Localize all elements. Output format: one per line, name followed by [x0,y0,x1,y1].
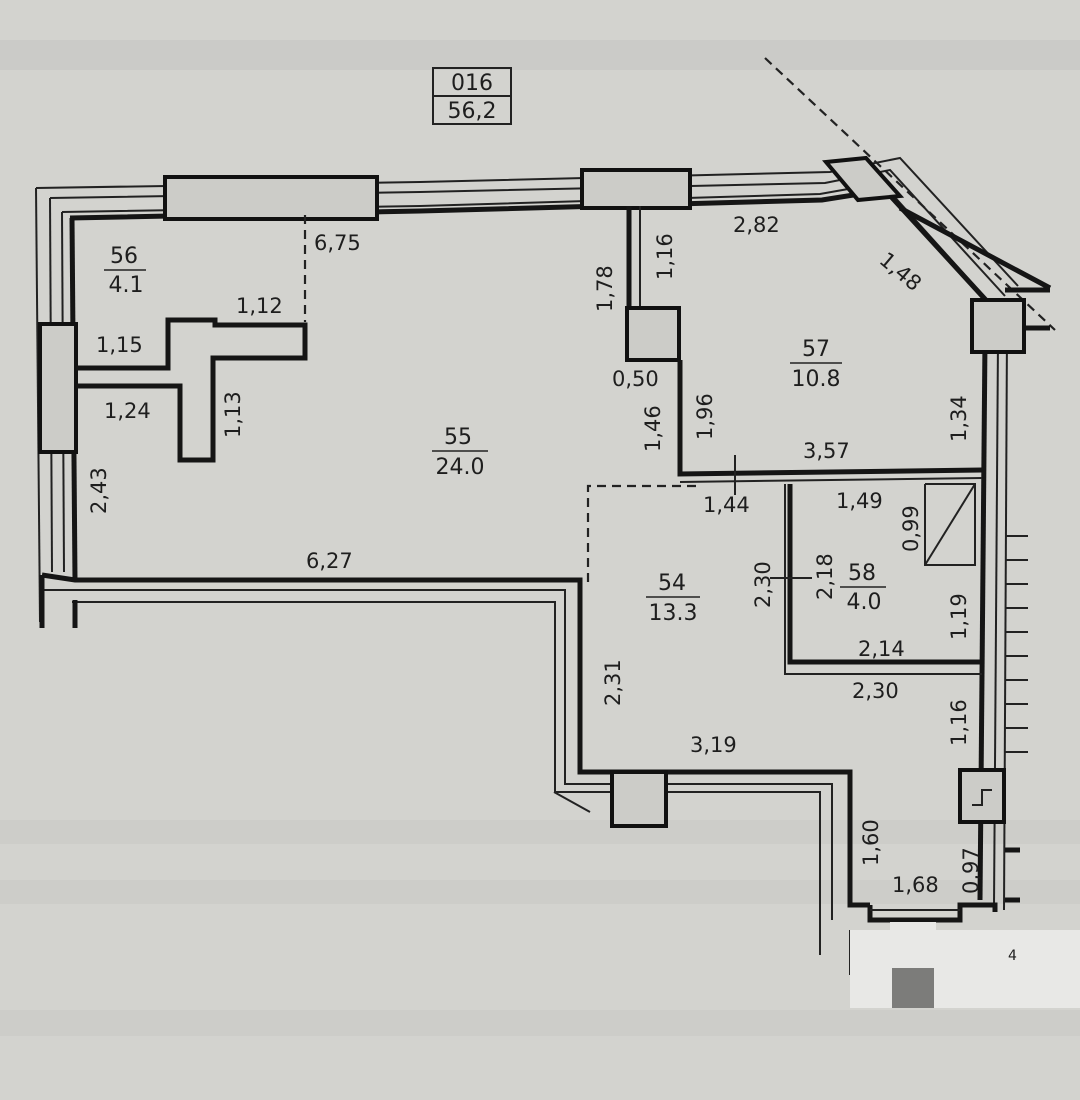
outer-ticks [1005,535,1028,903]
apartment-total-area: 56,2 [448,99,497,124]
svg-text:54: 54 [658,571,686,596]
window-blocks [38,155,1026,454]
room-55-label: 55 24.0 [432,425,488,480]
room-54-label: 54 13.3 [646,571,700,626]
dim-label: 1,19 [947,593,971,640]
dim-label: 2,31 [601,659,625,706]
page-number: 4 [1008,948,1017,964]
svg-text:10.8: 10.8 [792,367,841,392]
dim-label: 1,68 [892,873,939,897]
room-labels: 56 4.1 55 24.0 57 10.8 54 13.3 58 4.0 [104,244,886,626]
dim-label: 1,24 [104,399,151,423]
dim-label: 1,15 [96,333,143,357]
dim-label: 2,30 [751,561,775,608]
svg-text:13.3: 13.3 [649,601,698,626]
apartment-number: 016 [451,71,493,96]
dim-label: 1,78 [593,265,617,312]
dim-label: 2,30 [852,679,899,703]
dim-label: 2,43 [87,467,111,514]
dim-label: 1,34 [947,395,971,442]
dim-label: 3,57 [803,439,850,463]
dim-label: 0,99 [899,505,923,552]
svg-text:56: 56 [110,244,138,269]
dim-label: 1,49 [836,489,883,513]
dim-label: 1,13 [221,391,245,438]
dim-label: 1,12 [236,294,283,318]
dim-label: 2,18 [813,553,837,600]
svg-text:24.0: 24.0 [436,455,485,480]
dim-label: 1,44 [703,493,750,517]
section-line [764,57,1056,331]
dim-label: 1,60 [859,819,883,866]
redaction-overlay [850,922,1080,1008]
dim-label: 1,48 [875,247,926,295]
svg-text:4.0: 4.0 [847,590,882,615]
dim-label: 0,50 [612,367,659,391]
svg-text:4.1: 4.1 [109,273,144,298]
svg-text:55: 55 [444,425,472,450]
room-58-label: 58 4.0 [840,561,886,615]
dim-label: 1,96 [693,393,717,440]
dim-label: 2,14 [858,637,905,661]
room-56-label: 56 4.1 [104,244,146,298]
svg-text:58: 58 [848,561,876,586]
apartment-header: 016 56,2 [432,67,512,125]
dim-label: 1,16 [947,699,971,746]
background-bleed-text [0,40,1080,1036]
dim-label: 6,75 [314,231,361,255]
dim-label: 3,19 [690,733,737,757]
dim-label: 2,82 [733,213,780,237]
dim-label: 1,16 [653,233,677,280]
interior-walls [76,206,1006,828]
room-57-label: 57 10.8 [790,337,842,392]
svg-text:57: 57 [802,337,830,362]
dim-label: 1,46 [641,405,665,452]
dim-label: 0,97 [959,847,983,894]
dim-label: 6,27 [306,549,353,573]
